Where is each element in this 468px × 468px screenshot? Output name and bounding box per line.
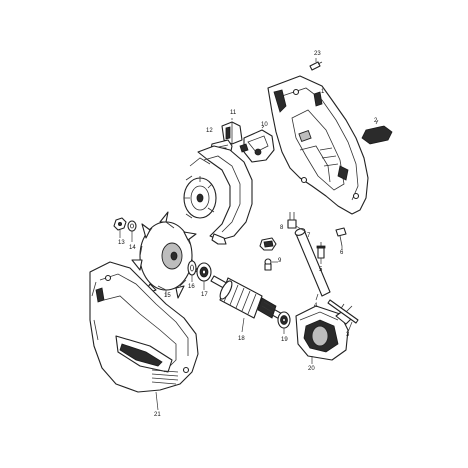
callout-14: 14: [129, 245, 136, 251]
callout-6: 6: [340, 250, 344, 256]
callout-11: 11: [230, 110, 237, 116]
callout-16: 16: [188, 284, 195, 290]
part-11-switch-lever: [221, 118, 243, 145]
callout-23: 23: [314, 51, 321, 57]
fan-baffle: [183, 145, 253, 245]
callout-19: 19: [281, 337, 288, 343]
part-23-screw: [309, 58, 323, 71]
part-17-ball-bearing: [196, 262, 212, 290]
part-6-screw: [335, 227, 347, 250]
callout-4: 4: [314, 303, 318, 309]
part-15-cooling-fan: [131, 211, 199, 299]
part-10-switch-block: [239, 125, 275, 163]
part-7-carbon-brush: [287, 212, 307, 233]
callout-21: 21: [154, 412, 161, 418]
part-19-ball-bearing: [277, 311, 291, 334]
callout-13: 13: [118, 240, 125, 246]
part-4-shaft: [294, 228, 331, 301]
part-20-field-stator: [295, 303, 353, 364]
callout-9: 9: [278, 258, 282, 264]
callout-8: 8: [280, 225, 284, 231]
part-18-armature: [210, 275, 287, 333]
callout-1: 1: [321, 89, 325, 95]
callout-2: 2: [374, 118, 378, 124]
part-1-housing-half: [267, 75, 369, 215]
part-5-brush-holder: [316, 242, 326, 264]
callout-3: 3: [346, 332, 350, 338]
callout-5: 5: [319, 267, 323, 273]
callout-20: 20: [308, 366, 315, 372]
part-13-nut: [113, 217, 127, 238]
part-9-pin: [264, 258, 278, 271]
callout-18: 18: [238, 336, 245, 342]
callout-12: 12: [206, 128, 213, 134]
callout-15: 15: [164, 293, 171, 299]
callout-7: 7: [307, 233, 311, 239]
part-2-label-plate: [361, 119, 393, 145]
callout-17: 17: [201, 292, 208, 298]
callout-10: 10: [261, 122, 268, 128]
part-16-insulation-washer: [187, 260, 197, 282]
part-21-housing-half: [89, 261, 199, 411]
part-14-washer: [127, 220, 137, 242]
part-8-brush-cap: [259, 237, 277, 251]
part-3-rod: [327, 299, 359, 333]
